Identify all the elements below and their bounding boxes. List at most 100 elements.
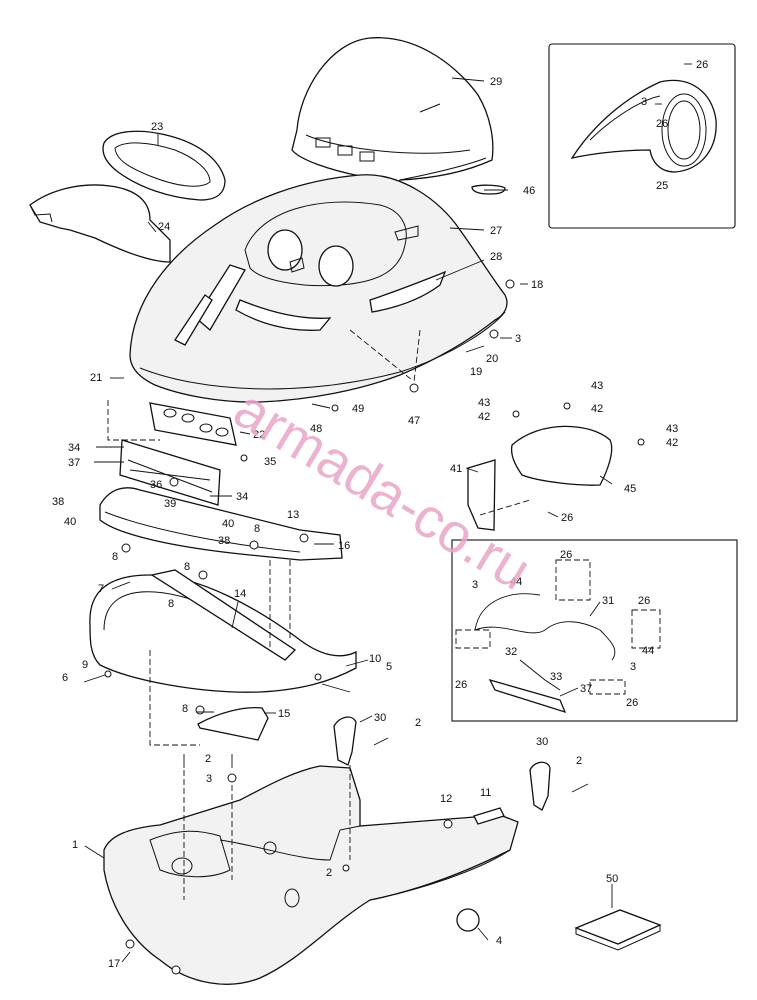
callout-26-harness-a: 26 bbox=[560, 549, 572, 561]
callout-26-harness-c: 26 bbox=[455, 679, 467, 691]
callout-40-right: 40 bbox=[222, 518, 234, 530]
callout-21: 21 bbox=[90, 372, 102, 384]
gauge-bezel bbox=[102, 130, 226, 201]
console-shield bbox=[510, 425, 613, 486]
callout-34-right: 34 bbox=[236, 491, 248, 503]
callout-28: 28 bbox=[490, 251, 502, 263]
callout-26-shield: 26 bbox=[561, 512, 573, 524]
callout-2-pan: 2 bbox=[326, 867, 332, 879]
leader-lines bbox=[84, 63, 692, 963]
callout-44-b: 44 bbox=[642, 645, 654, 657]
callout-3-hood: 3 bbox=[515, 333, 521, 345]
callout-26-harness-d: 26 bbox=[626, 697, 638, 709]
bumper-support-frame bbox=[119, 439, 221, 506]
callout-labels: 29 23 24 27 28 46 18 3 20 19 47 48 49 26… bbox=[52, 59, 708, 970]
callout-5: 5 bbox=[386, 661, 392, 673]
callout-31: 31 bbox=[602, 595, 614, 607]
callout-37-left: 37 bbox=[68, 457, 80, 469]
callout-50: 50 bbox=[606, 873, 618, 885]
rear-bracket-left bbox=[333, 716, 357, 766]
callout-2-top: 2 bbox=[415, 717, 421, 729]
callout-10: 10 bbox=[369, 653, 381, 665]
callout-3-harness-a: 3 bbox=[472, 579, 478, 591]
inset-frame-gauge-bracket bbox=[548, 43, 736, 229]
callout-27: 27 bbox=[490, 225, 502, 237]
callout-42-left: 42 bbox=[478, 411, 490, 423]
callout-26-harness-b: 26 bbox=[638, 595, 650, 607]
callout-48: 48 bbox=[310, 423, 322, 435]
callout-44-a: 44 bbox=[510, 576, 522, 588]
callout-30-left: 30 bbox=[374, 712, 386, 724]
callout-8-e: 8 bbox=[182, 703, 188, 715]
callout-3-inset: 3 bbox=[641, 96, 647, 108]
callout-6: 6 bbox=[62, 672, 68, 684]
front-bracket bbox=[149, 402, 237, 446]
callout-45: 45 bbox=[624, 483, 636, 495]
callout-12: 12 bbox=[440, 793, 452, 805]
callout-32: 32 bbox=[505, 646, 517, 658]
callout-47: 47 bbox=[408, 415, 420, 427]
callout-29: 29 bbox=[490, 76, 502, 88]
callout-46: 46 bbox=[523, 185, 535, 197]
callout-38-right: 38 bbox=[218, 535, 230, 547]
lower-bracket bbox=[197, 706, 269, 741]
callout-1: 1 bbox=[72, 839, 78, 851]
callout-3-pan: 3 bbox=[206, 773, 212, 785]
side-shield bbox=[467, 459, 496, 531]
callout-49: 49 bbox=[352, 403, 364, 415]
callout-23: 23 bbox=[151, 121, 163, 133]
callout-24: 24 bbox=[158, 221, 170, 233]
callout-2-right: 2 bbox=[576, 755, 582, 767]
harness-assembly bbox=[455, 559, 661, 714]
callout-22: 22 bbox=[253, 429, 265, 441]
callout-14: 14 bbox=[234, 588, 246, 600]
callout-37-harness: 37 bbox=[580, 683, 592, 695]
callout-26-inset-mid: 26 bbox=[656, 118, 668, 130]
callout-43-mid: 43 bbox=[591, 380, 603, 392]
callout-16: 16 bbox=[338, 540, 350, 552]
callout-30-right: 30 bbox=[536, 736, 548, 748]
callout-8-a: 8 bbox=[254, 523, 260, 535]
callout-41: 41 bbox=[450, 463, 462, 475]
callout-25: 25 bbox=[656, 180, 668, 192]
callout-34-top: 34 bbox=[68, 442, 80, 454]
inset-frame-harness bbox=[451, 539, 738, 722]
callout-4: 4 bbox=[496, 935, 502, 947]
callout-11: 11 bbox=[480, 787, 491, 799]
callout-36: 36 bbox=[150, 479, 162, 491]
callout-19: 19 bbox=[470, 366, 482, 378]
alignment-lines bbox=[107, 329, 531, 900]
callout-8-c: 8 bbox=[184, 561, 190, 573]
callout-8-d: 8 bbox=[168, 598, 174, 610]
callout-2-left: 2 bbox=[205, 753, 211, 765]
hood bbox=[129, 174, 508, 403]
callout-3-harness-b: 3 bbox=[630, 661, 636, 673]
windshield bbox=[291, 37, 494, 193]
callout-17: 17 bbox=[108, 958, 120, 970]
gauge-support bbox=[570, 79, 717, 173]
fasteners bbox=[83, 279, 645, 975]
callout-15: 15 bbox=[278, 708, 290, 720]
callout-33: 33 bbox=[550, 671, 562, 683]
callout-39: 39 bbox=[164, 498, 176, 510]
callout-42-right: 42 bbox=[666, 437, 678, 449]
callout-35: 35 bbox=[264, 456, 276, 468]
callout-43-right: 43 bbox=[666, 423, 678, 435]
upper-bumper bbox=[99, 487, 343, 561]
callout-26-inset-top: 26 bbox=[696, 59, 708, 71]
callout-8-b: 8 bbox=[112, 551, 118, 563]
callout-42-mid: 42 bbox=[591, 403, 603, 415]
callout-38-left: 38 bbox=[52, 496, 64, 508]
hood-latch bbox=[473, 807, 505, 825]
callout-43-left: 43 bbox=[478, 397, 490, 409]
bottom-pan bbox=[103, 765, 519, 985]
callout-40-left: 40 bbox=[64, 516, 76, 528]
callout-18: 18 bbox=[531, 279, 543, 291]
front-bumper-loop bbox=[89, 569, 357, 693]
drain-plug bbox=[456, 908, 480, 932]
callout-20: 20 bbox=[486, 353, 498, 365]
callout-7: 7 bbox=[98, 583, 104, 595]
callout-9: 9 bbox=[82, 659, 88, 671]
side-panel bbox=[29, 184, 171, 263]
